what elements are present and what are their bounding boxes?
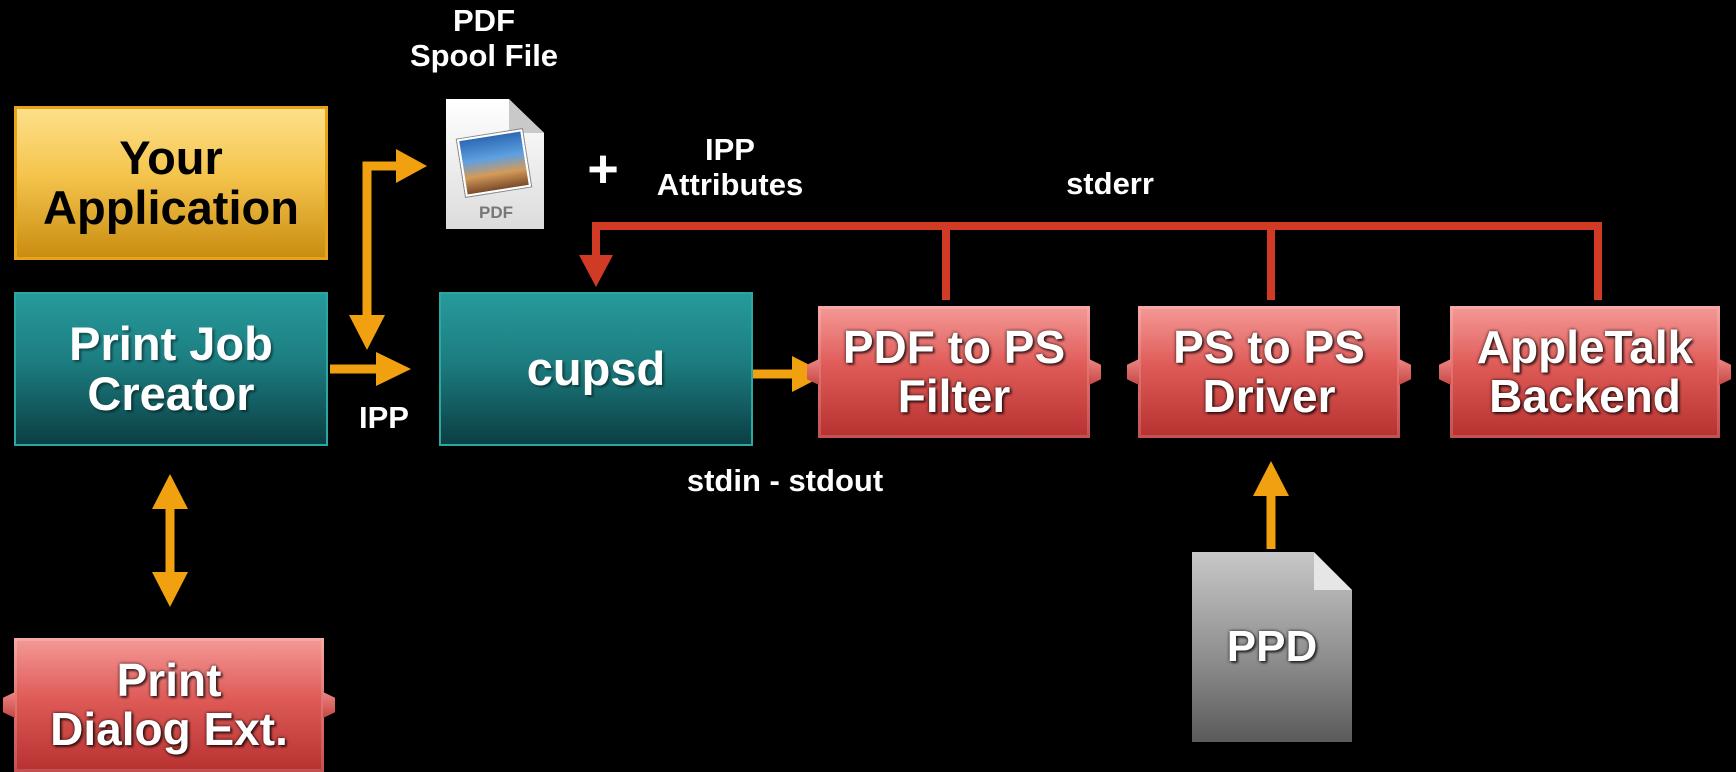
spool-file-label-line1: PDF: [453, 3, 515, 38]
appletalk-backend-box: AppleTalk Backend: [1450, 306, 1720, 438]
ipp-label: IPP: [359, 400, 409, 435]
ps-to-ps-line1: PS to PS: [1173, 321, 1365, 374]
stderr-lines: [592, 222, 1602, 300]
pdf-to-ps-filter-text: PDF to PS Filter: [818, 306, 1090, 438]
app-to-spool-line: [362, 161, 400, 322]
ipp-attributes-label: IPP Attributes: [630, 132, 830, 202]
print-dialog-line1: Print: [116, 654, 222, 707]
spool-arrow-head: [396, 149, 427, 183]
dialog-arrow-down: [152, 572, 188, 607]
print-job-creator-box: Print Job Creator: [14, 292, 328, 446]
cupsd-label: cupsd: [526, 342, 666, 396]
print-dialog-line2: Dialog Ext.: [50, 703, 288, 755]
dialog-arrow-up: [152, 474, 188, 509]
print-dialog-ext-text: Print Dialog Ext.: [14, 638, 324, 772]
stderr-bus-line: [592, 222, 1602, 300]
ppd-arrow-head: [1253, 461, 1289, 496]
down-arrow-head: [349, 315, 385, 350]
pdf-to-ps-line1: PDF to PS: [842, 321, 1066, 374]
ps-to-ps-driver-box: PS to PS Driver: [1138, 306, 1400, 438]
pdf-preview-photo: [456, 129, 532, 197]
appletalk-line1: AppleTalk: [1476, 321, 1694, 374]
your-application-line2: Application: [43, 181, 299, 234]
spool-file-label-line2: Spool File: [409, 37, 559, 73]
ps-to-ps-driver-text: PS to PS Driver: [1138, 306, 1400, 438]
spool-file-label: PDF Spool File: [384, 3, 584, 73]
plus-sign: +: [587, 139, 619, 199]
ppd-label: PPD: [1226, 622, 1318, 671]
stderr-label: stderr: [1066, 166, 1154, 201]
print-job-creator-line1: Print Job: [69, 317, 273, 371]
ipp-attributes-line1: IPP: [705, 132, 755, 167]
ipp-arrow-head: [376, 352, 411, 386]
stderr-arrow-head: [579, 255, 613, 287]
appletalk-backend-text: AppleTalk Backend: [1450, 306, 1720, 438]
pdf-icon-caption: PDF: [479, 203, 513, 222]
cupsd-box: cupsd: [439, 292, 753, 446]
print-dialog-ext-box: Print Dialog Ext.: [14, 638, 324, 772]
ps-to-ps-line2: Driver: [1202, 370, 1336, 422]
your-application-box: Your Application: [14, 106, 328, 260]
appletalk-line2: Backend: [1489, 370, 1681, 422]
print-job-creator-line2: Creator: [87, 367, 255, 420]
stdin-stdout-label: stdin - stdout: [686, 463, 884, 498]
pdf-to-ps-line2: Filter: [897, 370, 1011, 422]
ipp-attributes-line2: Attributes: [656, 166, 804, 202]
pdf-to-ps-filter-box: PDF to PS Filter: [818, 306, 1090, 438]
your-application-line1: Your: [119, 131, 223, 185]
